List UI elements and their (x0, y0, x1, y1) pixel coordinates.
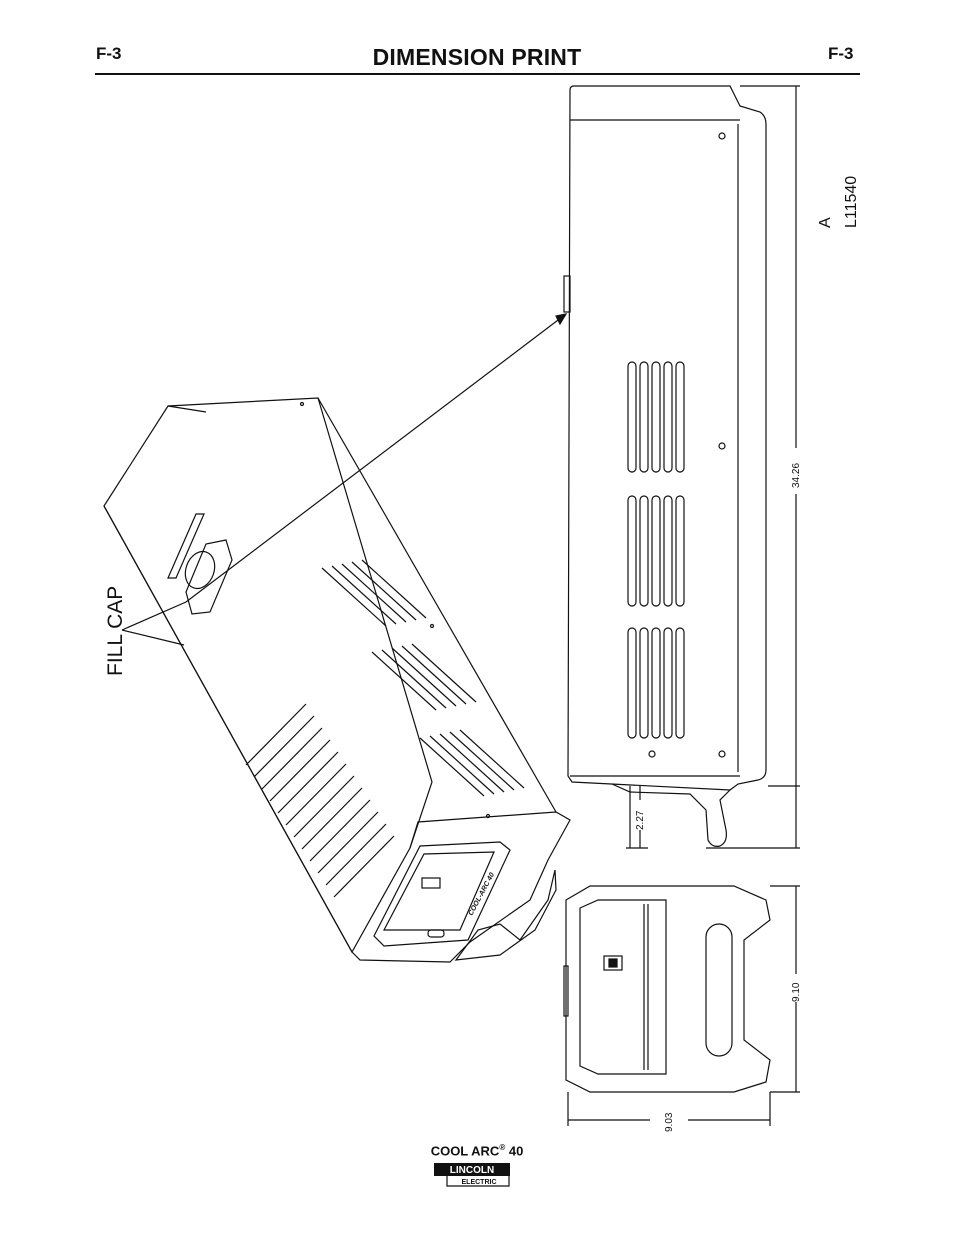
model-number: 40 (508, 1143, 524, 1159)
brand-bottom: ELECTRIC (462, 1179, 497, 1186)
iso-foot (454, 869, 557, 961)
footer-model: COOL ARC® 40 (0, 1143, 954, 1158)
end-view-fill-cap (563, 965, 569, 1017)
iso-left-edge (103, 505, 353, 953)
end-view-panel-edge (643, 904, 649, 1070)
end-view-switch-rocker (608, 958, 618, 968)
fill-cap-label: FILL CAP (104, 586, 127, 676)
lincoln-electric-logo: LINCOLN ELECTRIC (434, 1163, 510, 1187)
dim-width-lines (567, 1092, 771, 1126)
dim-height-lines (770, 885, 800, 1093)
end-view-panel (579, 899, 667, 1075)
iso-screw-b (429, 623, 435, 629)
top-view (563, 85, 800, 849)
fill-cap-profile (563, 275, 571, 313)
top-view-outline (567, 85, 767, 791)
iso-top-edge (317, 397, 557, 813)
top-view-screw (718, 132, 726, 140)
iso-front-face (351, 811, 571, 963)
dim-foot-text: 2.27 (635, 810, 646, 830)
revision-letter: A (817, 217, 834, 228)
page-code-right: F-3 (828, 44, 854, 63)
top-view-foot (611, 783, 731, 847)
fill-cap-arrowhead (555, 313, 568, 326)
page-code-left: F-3 (96, 44, 122, 63)
iso-screw-c (485, 813, 491, 819)
header-rule (95, 73, 860, 75)
page-title: DIMENSION PRINT (372, 44, 582, 70)
iso-indicator (427, 929, 445, 938)
drawing-number: L11540 (843, 176, 860, 228)
dim-length-lines (706, 85, 800, 849)
end-view-handle (705, 923, 733, 1057)
iso-fill-cap (184, 550, 216, 590)
iso-power-switch (421, 877, 441, 889)
top-view-screw (718, 750, 726, 758)
iso-front-panel (373, 841, 511, 947)
fill-cap-arrow-line (185, 313, 567, 603)
iso-fill-cap-housing (185, 539, 233, 615)
iso-label-plate (167, 513, 205, 579)
iso-top-face (103, 397, 433, 954)
end-view-outline (565, 885, 771, 1093)
model-name: COOL ARC (430, 1143, 500, 1159)
brand-top: LINCOLN (450, 1165, 494, 1176)
iso-top-louvers (321, 559, 525, 797)
fill-cap-leader-b (121, 601, 187, 631)
top-view-louvers (627, 361, 685, 739)
end-view (563, 885, 800, 1126)
fill-cap-leader-a (121, 629, 185, 646)
end-view-switch (603, 955, 623, 971)
isometric-view (103, 313, 571, 963)
iso-screw-a (299, 401, 305, 407)
dim-foot-lines (626, 786, 648, 849)
iso-back-edge (167, 405, 207, 413)
top-view-screw (718, 442, 726, 450)
dim-height-text: 9.10 (791, 982, 802, 1002)
dim-length-text: 34.26 (791, 463, 802, 488)
registered-mark: ® (499, 1143, 506, 1152)
dim-width-text: 9.03 (664, 1112, 675, 1132)
top-view-screw (648, 750, 656, 758)
iso-side-louvers (245, 703, 395, 898)
